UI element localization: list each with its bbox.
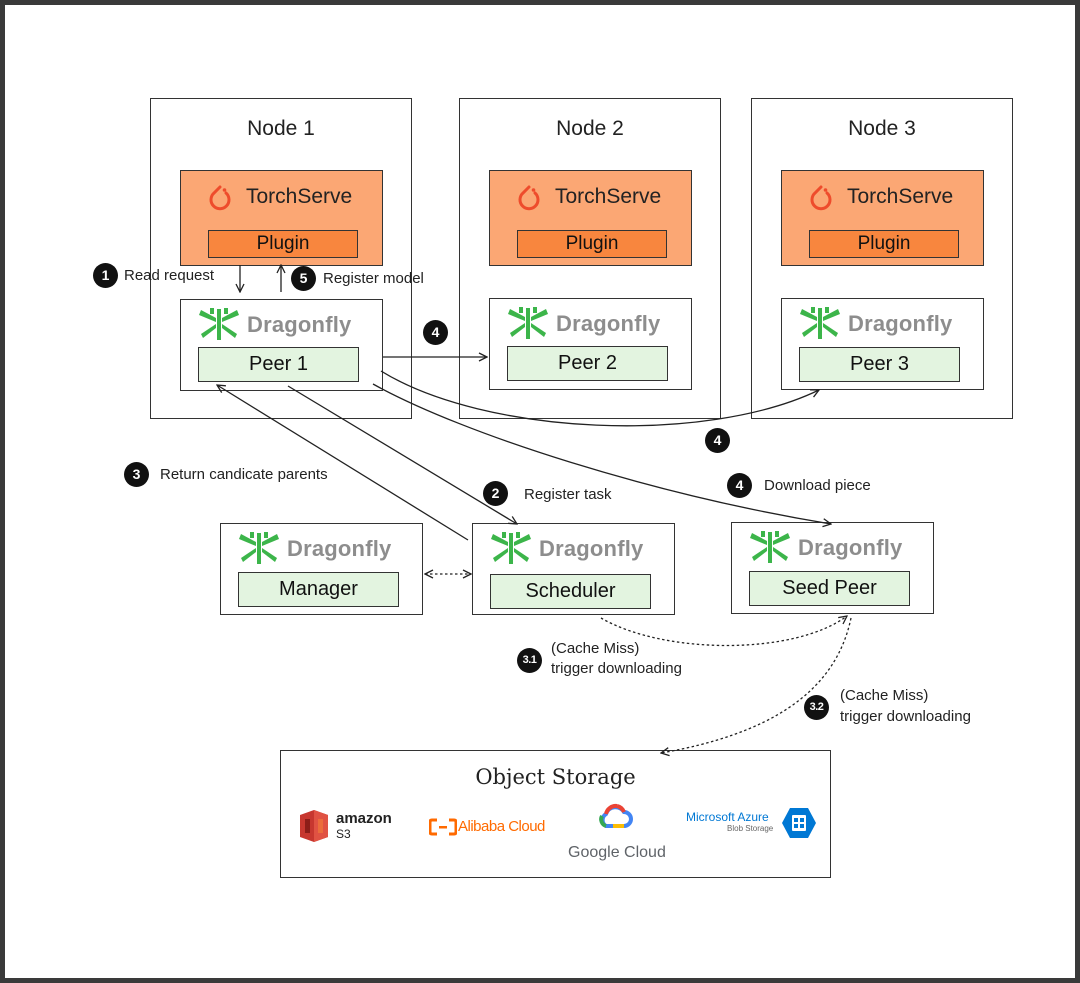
dragonfly-logo-icon <box>491 532 531 564</box>
step-3-1-line2: trigger downloading <box>551 660 682 677</box>
step-1-label: Read request <box>124 267 215 284</box>
dragonfly-wordmark: Dragonfly <box>247 312 352 337</box>
plugin-label: Plugin <box>809 230 959 258</box>
step-3-badge: 3 <box>124 462 149 487</box>
arrow-seed-peer-storage <box>661 617 852 753</box>
node-3-box: Node 3 TorchServe Plugin D <box>751 98 1013 419</box>
dragonfly-wordmark: Dragonfly <box>848 311 953 336</box>
alibaba-cloud-label: Alibaba Cloud <box>458 818 545 835</box>
manager-label: Manager <box>238 572 399 607</box>
node-1-dragonfly-peer: Dragonfly Peer 1 <box>180 299 383 391</box>
dragonfly-wordmark: Dragonfly <box>539 536 644 561</box>
step-4-badge-peer2: 4 <box>423 320 448 345</box>
object-storage-box: Object Storage amazon S3 Alibaba Cloud G… <box>280 750 831 878</box>
node-3-torchserve: TorchServe Plugin <box>781 170 984 266</box>
connector-layer <box>5 5 852 978</box>
step-3-2-badge: 3.2 <box>804 695 829 720</box>
dragonfly-logo-icon <box>508 307 548 339</box>
arrow-register-task <box>287 385 517 524</box>
torchserve-label: TorchServe <box>847 185 954 208</box>
step-1-badge: 1 <box>93 263 118 288</box>
step-4-badge-peer3: 4 <box>705 428 730 453</box>
step-4-label: Download piece <box>764 477 871 494</box>
torchserve-label: TorchServe <box>555 185 662 208</box>
blob-storage-label: Blob Storage <box>727 824 774 833</box>
arrow-return-parents <box>217 385 469 541</box>
node-1-title: Node 1 <box>247 117 315 140</box>
dragonfly-logo-icon <box>239 532 279 564</box>
node-2-torchserve: TorchServe Plugin <box>489 170 692 266</box>
amazon-s3-icon <box>300 810 328 842</box>
s3-label: S3 <box>336 827 351 841</box>
node-3-title: Node 3 <box>848 117 916 140</box>
dragonfly-logo-icon <box>800 307 840 339</box>
step-3-2-line2: trigger downloading <box>840 708 971 725</box>
step-5-label: Register model <box>323 270 424 287</box>
pytorch-icon <box>518 185 540 211</box>
seed-peer-box: Dragonfly Seed Peer <box>731 522 934 614</box>
arrow-peer1-seed-peer <box>372 383 831 524</box>
plugin-label: Plugin <box>208 230 358 258</box>
pytorch-icon <box>209 185 231 211</box>
step-5-badge: 5 <box>291 266 316 291</box>
peer-3: Peer 3 <box>799 347 960 382</box>
alibaba-cloud-icon <box>429 818 457 836</box>
node-1-box: Node 1 TorchServe Plugin D <box>150 98 412 419</box>
node-1-torchserve: TorchServe Plugin <box>180 170 383 266</box>
object-storage-title: Object Storage <box>475 765 636 789</box>
node-2-title: Node 2 <box>556 117 624 140</box>
step-2-label: Register task <box>524 486 612 503</box>
azure-blob-storage-icon <box>782 808 816 838</box>
scheduler-label: Scheduler <box>490 574 651 609</box>
node-3-dragonfly-peer: Dragonfly Peer 3 <box>781 298 984 390</box>
dragonfly-wordmark: Dragonfly <box>287 536 392 561</box>
arrow-peer1-peer3 <box>380 370 819 427</box>
dragonfly-wordmark: Dragonfly <box>798 535 903 560</box>
pytorch-icon <box>810 185 832 211</box>
node-2-box: Node 2 TorchServe Plugin D <box>459 98 721 419</box>
step-3-1-line1: (Cache Miss) <box>551 640 640 657</box>
dragonfly-wordmark: Dragonfly <box>556 311 661 336</box>
plugin-label: Plugin <box>517 230 667 258</box>
google-cloud-icon <box>599 803 633 828</box>
microsoft-azure-label: Microsoft Azure <box>686 810 769 824</box>
torchserve-label: TorchServe <box>246 185 353 208</box>
peer-2: Peer 2 <box>507 346 668 381</box>
step-3-1-badge: 3.1 <box>517 648 542 673</box>
dragonfly-logo-icon <box>199 308 239 340</box>
diagram-canvas: Node 1 TorchServe Plugin D <box>5 5 1075 978</box>
scheduler-box: Dragonfly Scheduler <box>472 523 675 615</box>
google-cloud-label: Google Cloud <box>568 844 666 861</box>
dragonfly-logo-icon <box>750 531 790 563</box>
seed-peer-label: Seed Peer <box>749 571 910 606</box>
step-3-2-line1: (Cache Miss) <box>840 687 929 704</box>
step-4-badge-seed: 4 <box>727 473 752 498</box>
arrow-scheduler-seed-peer <box>600 616 847 647</box>
node-2-dragonfly-peer: Dragonfly Peer 2 <box>489 298 692 390</box>
manager-box: Dragonfly Manager <box>220 523 423 615</box>
step-2-badge: 2 <box>483 481 508 506</box>
step-3-label: Return candicate parents <box>160 466 328 483</box>
peer-1: Peer 1 <box>198 347 359 382</box>
amazon-label: amazon <box>336 810 392 827</box>
